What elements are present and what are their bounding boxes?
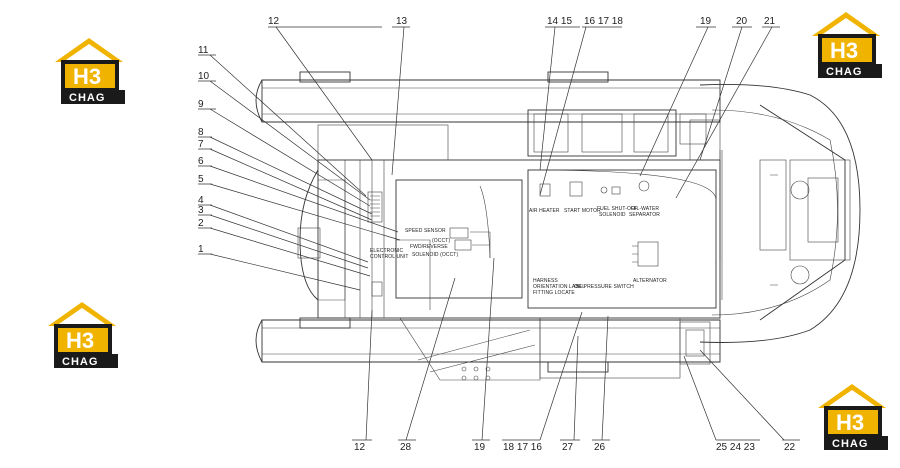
- label-reverse-2: FWD/REVERSE: [410, 244, 448, 250]
- svg-text:H3: H3: [66, 328, 94, 353]
- label-ecm-2: CONTROL UNIT: [370, 254, 409, 260]
- callout-left-1: 1: [198, 244, 204, 255]
- label-alternator: ALTERNATOR: [633, 278, 667, 284]
- label-oil-water-1: OIL-WATER: [631, 206, 659, 212]
- leaders-left: [198, 54, 401, 291]
- callouts-bottom-group: 12 28 19 18 17 16 27 26 25 24 23 22: [354, 442, 796, 453]
- callout-top-16-17-18: 16 17 18: [584, 16, 623, 27]
- logo-top-left: H3 CHAG: [55, 38, 125, 104]
- svg-text:CHAG: CHAG: [826, 66, 862, 78]
- callout-top-12: 12: [268, 16, 280, 27]
- callout-left-7: 7: [198, 139, 204, 150]
- leaders-top: [268, 26, 780, 199]
- callout-top-14-15: 14 15: [547, 16, 572, 27]
- callout-bottom-25-24-23: 25 24 23: [716, 442, 755, 453]
- label-fuel-shutoff-2: SOLENOID: [599, 212, 626, 218]
- label-start-motor: START MOTOR: [564, 208, 601, 214]
- component-labels: AIR HEATER START MOTOR FUEL SHUT-OFF SOL…: [370, 206, 667, 296]
- callout-left-10: 10: [198, 71, 210, 82]
- label-air-heater: AIR HEATER: [529, 208, 560, 214]
- leaders-bottom: [352, 257, 800, 441]
- label-reverse-1: (OCCT): [432, 238, 450, 244]
- label-harness-3: FITTING LOCATE: [533, 290, 575, 296]
- callout-bottom-18-17-16: 18 17 16: [503, 442, 542, 453]
- callout-left-6: 6: [198, 156, 204, 167]
- callout-left-2: 2: [198, 218, 204, 229]
- label-oil-pressure: OIL PRESSURE SWITCH: [574, 284, 634, 290]
- callout-top-21: 21: [764, 16, 776, 27]
- label-ecm-1: ELECTRONIC: [370, 248, 404, 254]
- label-oil-water-2: SEPARATOR: [629, 212, 660, 218]
- callout-bottom-22: 22: [784, 442, 796, 453]
- callout-left-9: 9: [198, 99, 204, 110]
- callout-bottom-19: 19: [474, 442, 486, 453]
- logo-bottom-left: H3 CHAG: [48, 302, 118, 368]
- callout-left-3: 3: [198, 205, 204, 216]
- svg-text:H3: H3: [830, 38, 858, 63]
- callout-left-5: 5: [198, 174, 204, 185]
- callout-bottom-28: 28: [400, 442, 412, 453]
- svg-text:CHAG: CHAG: [69, 92, 105, 104]
- callout-bottom-12: 12: [354, 442, 366, 453]
- callout-left-4: 4: [198, 195, 204, 206]
- callouts-left-group: 11 10 9 8 7 6 5 4 3 2 1: [198, 45, 210, 255]
- callout-left-8: 8: [198, 127, 204, 138]
- label-harness-2: ORIENTATION LABEL: [533, 284, 585, 290]
- callout-top-20: 20: [736, 16, 748, 27]
- machine-outline: [255, 71, 861, 381]
- callout-bottom-26: 26: [594, 442, 606, 453]
- label-fuel-shutoff-1: FUEL SHUT-OFF: [597, 206, 637, 212]
- callouts-top-group: 12 13 14 15 16 17 18 19 20 21: [268, 16, 776, 27]
- label-harness-1: HARNESS: [533, 278, 558, 284]
- svg-text:CHAG: CHAG: [62, 356, 98, 368]
- logo-bottom-right: H3 CHAG: [818, 384, 888, 450]
- label-reverse-3: SOLENOID (OCCT): [412, 252, 458, 258]
- callout-left-11: 11: [198, 45, 209, 56]
- svg-text:H3: H3: [73, 64, 101, 89]
- svg-text:H3: H3: [836, 410, 864, 435]
- callout-top-19: 19: [700, 16, 712, 27]
- logo-top-right: H3 CHAG: [812, 12, 882, 78]
- svg-text:CHAG: CHAG: [832, 438, 868, 450]
- callout-top-13: 13: [396, 16, 408, 27]
- callout-bottom-27: 27: [562, 442, 574, 453]
- label-speed-sensor: SPEED SENSOR: [405, 228, 446, 234]
